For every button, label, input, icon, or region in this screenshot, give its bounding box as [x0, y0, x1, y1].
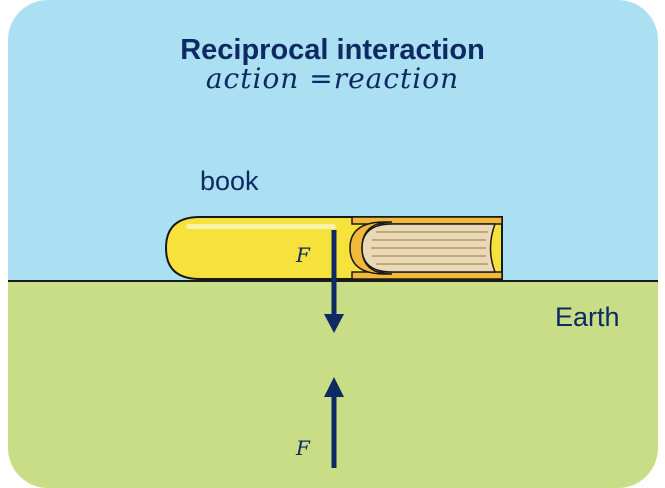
- book-cover-highlight: [186, 224, 336, 229]
- force-label-top: F: [296, 243, 310, 267]
- book-label: book: [200, 166, 259, 196]
- earth-label: Earth: [555, 302, 620, 332]
- force-label-bottom: F: [296, 436, 310, 460]
- formula-text: action =reaction: [205, 62, 460, 95]
- force-arrow-up: [324, 377, 344, 468]
- page-lines: [371, 231, 488, 265]
- diagram-title: Reciprocal interaction: [180, 34, 485, 66]
- force-arrow-down: [324, 230, 344, 333]
